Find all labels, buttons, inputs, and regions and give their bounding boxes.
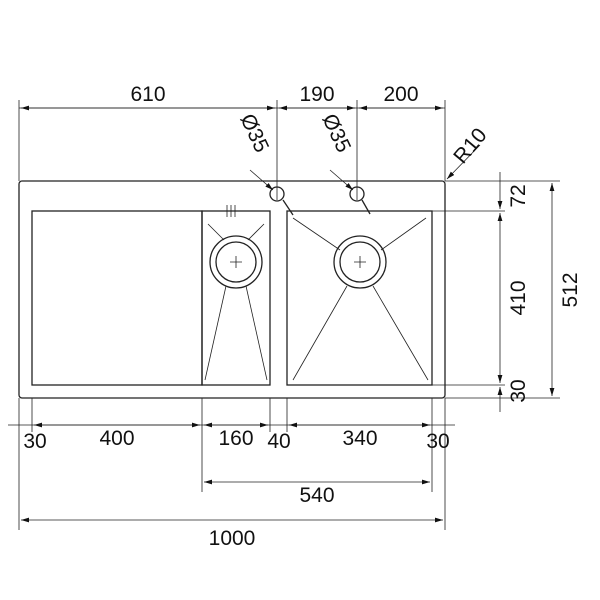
right-dimensions: 72 410 30 512: [497, 172, 582, 412]
small-bowl: [201, 210, 271, 386]
bottom-dimensions: 30 400 160 40 340 30 540 1000: [8, 422, 455, 550]
dim-400: 400: [99, 427, 134, 450]
top-dimensions: 610 190 200 Ø35 Ø35 R10: [19, 83, 492, 216]
sink-outline: [18, 180, 446, 399]
large-bowl: [286, 210, 433, 386]
dim-40: 40: [267, 430, 290, 453]
dim-tap-hole-2: Ø35: [317, 110, 355, 156]
dim-1000: 1000: [209, 527, 256, 550]
dim-30-right-bottom: 30: [426, 430, 449, 453]
dim-tap-hole-1: Ø35: [235, 110, 273, 156]
dim-610: 610: [130, 83, 165, 106]
dim-30-left: 30: [23, 430, 46, 453]
extension-lines: [18, 100, 560, 530]
dim-30-right: 30: [507, 379, 530, 402]
dim-340: 340: [342, 427, 377, 450]
dim-160: 160: [218, 427, 253, 450]
dim-72: 72: [507, 184, 530, 207]
dim-410: 410: [507, 280, 530, 315]
dim-512: 512: [559, 272, 582, 307]
dim-190: 190: [299, 83, 334, 106]
dim-corner-radius: R10: [449, 124, 491, 168]
dim-200: 200: [383, 83, 418, 106]
large-drain-icon: [333, 235, 387, 289]
drainer-area: [31, 210, 203, 386]
dim-540: 540: [299, 484, 334, 507]
small-drain-icon: [209, 235, 263, 289]
